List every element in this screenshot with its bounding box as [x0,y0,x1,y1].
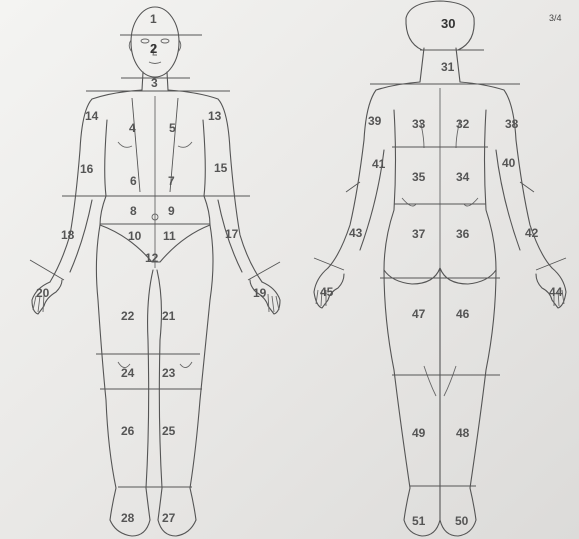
region-label-15: 15 [214,161,228,175]
region-label-10: 10 [128,229,142,243]
region-label-25: 25 [162,424,176,438]
region-label-8: 8 [130,204,137,218]
region-label-26: 26 [121,424,135,438]
region-label-9: 9 [168,204,175,218]
region-label-1: 1 [150,12,157,26]
region-label-17: 17 [225,227,239,241]
region-label-18: 18 [61,228,75,242]
region-label-40: 40 [502,156,516,170]
region-label-50: 50 [455,514,469,528]
region-label-37: 37 [412,227,426,241]
region-label-20: 20 [36,286,50,300]
region-label-42: 42 [525,226,539,240]
page-number: 3/4 [549,13,562,23]
region-label-38: 38 [505,117,519,131]
region-label-47: 47 [412,307,426,321]
region-label-51: 51 [412,514,426,528]
region-label-11: 11 [163,229,176,243]
region-label-34: 34 [456,170,470,184]
region-label-33: 33 [412,117,426,131]
region-label-21: 21 [162,309,176,323]
region-label-41: 41 [372,157,386,171]
region-label-30: 30 [441,16,455,31]
region-label-4: 4 [129,121,136,135]
region-label-28: 28 [121,511,135,525]
region-label-16: 16 [80,162,94,176]
region-label-44: 44 [549,285,563,299]
region-label-49: 49 [412,426,426,440]
region-label-39: 39 [368,114,382,128]
region-label-36: 36 [456,227,470,241]
region-label-5: 5 [169,121,176,135]
region-label-35: 35 [412,170,426,184]
region-label-23: 23 [162,366,176,380]
region-label-7: 7 [168,174,175,188]
region-label-43: 43 [349,226,363,240]
region-label-19: 19 [253,286,267,300]
region-label-24: 24 [121,366,135,380]
region-label-6: 6 [130,174,137,188]
region-label-2: 2 [150,41,157,56]
region-label-13: 13 [208,109,222,123]
region-label-3: 3 [151,76,158,90]
region-label-46: 46 [456,307,470,321]
region-label-27: 27 [162,511,176,525]
region-label-14: 14 [85,109,99,123]
region-label-45: 45 [320,285,334,299]
region-label-12: 12 [145,251,159,265]
region-label-31: 31 [441,60,455,74]
region-label-22: 22 [121,309,135,323]
region-label-48: 48 [456,426,470,440]
region-label-32: 32 [456,117,470,131]
